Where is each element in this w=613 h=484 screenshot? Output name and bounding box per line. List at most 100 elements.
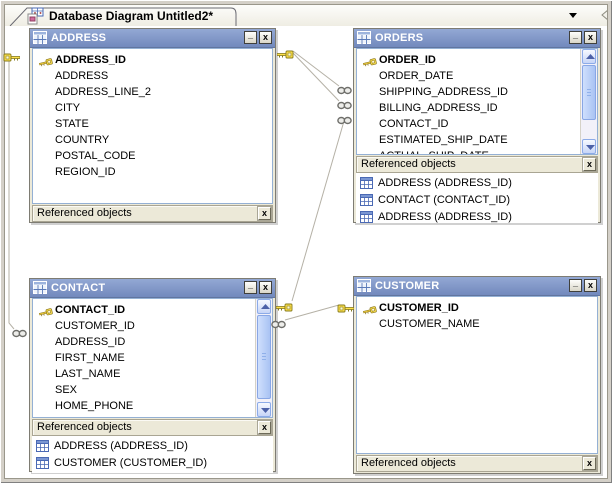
field-name: BILLING_ADDRESS_ID bbox=[379, 102, 498, 114]
field-row[interactable]: CONTACT_ID bbox=[33, 301, 272, 317]
field-name: CUSTOMER_ID bbox=[55, 320, 135, 332]
field-name: ESTIMATED_SHIP_DATE bbox=[379, 134, 508, 146]
many-endpoint-icon[interactable] bbox=[271, 316, 286, 329]
primary-key-icon bbox=[37, 52, 53, 66]
primary-key-icon bbox=[361, 52, 377, 66]
referenced-object-label: ADDRESS (ADDRESS_ID) bbox=[54, 440, 188, 452]
window-titlebar[interactable]: CUSTOMER _ x bbox=[354, 277, 600, 296]
close-button[interactable]: x bbox=[259, 31, 272, 44]
key-endpoint-icon[interactable] bbox=[276, 46, 294, 59]
window-titlebar[interactable]: CONTACT _ x bbox=[30, 279, 275, 298]
table-icon bbox=[360, 194, 373, 206]
table-icon bbox=[36, 457, 49, 469]
field-row[interactable]: COUNTRY bbox=[33, 131, 272, 147]
field-row[interactable]: ADDRESS bbox=[33, 67, 272, 83]
field-row[interactable]: ADDRESS_ID bbox=[33, 333, 272, 349]
table-window-address[interactable]: ADDRESS _ x ADDRESS_ID ADDRESS ADDRESS_L… bbox=[29, 28, 276, 223]
referenced-objects-label: Referenced objects bbox=[37, 421, 132, 433]
window-titlebar[interactable]: ORDERS _ x bbox=[354, 29, 600, 48]
field-row[interactable]: CITY bbox=[33, 99, 272, 115]
field-row[interactable]: LAST_NAME bbox=[33, 365, 272, 381]
tab-scroll-chevron-icon[interactable] bbox=[599, 8, 608, 22]
many-endpoint-icon[interactable] bbox=[12, 325, 27, 338]
table-window-contact[interactable]: CONTACT _ x CONTACT_ID CUSTOMER_ID ADDRE… bbox=[29, 278, 276, 473]
table-icon bbox=[357, 31, 371, 44]
field-list: CUSTOMER_ID CUSTOMER_NAME bbox=[356, 296, 598, 454]
minimize-button[interactable]: _ bbox=[244, 31, 257, 44]
field-list: ORDER_ID ORDER_DATE SHIPPING_ADDRESS_ID … bbox=[356, 48, 598, 155]
field-row[interactable]: BUSINESS_PHONE bbox=[33, 413, 272, 417]
vertical-scrollbar[interactable] bbox=[255, 299, 272, 417]
close-referenced-button[interactable]: x bbox=[583, 457, 596, 470]
close-button[interactable]: x bbox=[584, 31, 597, 44]
dropdown-arrow-icon[interactable] bbox=[569, 13, 577, 18]
scroll-up-button[interactable] bbox=[582, 49, 596, 64]
field-row[interactable]: STATE bbox=[33, 115, 272, 131]
table-icon bbox=[36, 440, 49, 452]
many-endpoint-icon[interactable] bbox=[337, 82, 352, 95]
referenced-objects-label: Referenced objects bbox=[37, 207, 132, 219]
table-window-orders[interactable]: ORDERS _ x ORDER_ID ORDER_DATE SHIPPING_… bbox=[353, 28, 601, 223]
field-row[interactable]: ORDER_DATE bbox=[357, 67, 597, 83]
referenced-objects-bar: Referenced objects x bbox=[356, 455, 598, 472]
table-window-customer[interactable]: CUSTOMER _ x CUSTOMER_ID CUSTOMER_NAME R… bbox=[353, 276, 601, 474]
field-row[interactable]: ESTIMATED_SHIP_DATE bbox=[357, 131, 597, 147]
field-name: COUNTRY bbox=[55, 134, 110, 146]
field-name: HOME_PHONE bbox=[55, 400, 134, 412]
field-row[interactable]: ADDRESS_ID bbox=[33, 51, 272, 67]
referenced-objects-label: Referenced objects bbox=[361, 457, 456, 469]
close-button[interactable]: x bbox=[259, 281, 272, 294]
referenced-object-row[interactable]: ADDRESS (ADDRESS_ID) bbox=[32, 438, 273, 455]
scroll-up-button[interactable] bbox=[257, 299, 271, 314]
field-row[interactable]: CUSTOMER_ID bbox=[357, 299, 597, 315]
key-endpoint-icon[interactable] bbox=[275, 299, 293, 312]
field-name: CUSTOMER_ID bbox=[379, 302, 459, 314]
table-icon bbox=[33, 281, 47, 294]
referenced-object-row[interactable]: CUSTOMER (CUSTOMER_ID) bbox=[32, 455, 273, 472]
vertical-scrollbar[interactable] bbox=[580, 49, 597, 154]
close-referenced-button[interactable]: x bbox=[258, 207, 271, 220]
field-list: ADDRESS_ID ADDRESS ADDRESS_LINE_2 CITY bbox=[32, 48, 273, 204]
scroll-down-button[interactable] bbox=[257, 402, 271, 417]
field-row[interactable]: BILLING_ADDRESS_ID bbox=[357, 99, 597, 115]
field-row[interactable]: ACTUAL_SHIP_DATE bbox=[357, 147, 597, 154]
window-titlebar[interactable]: ADDRESS _ x bbox=[30, 29, 275, 48]
tab-title[interactable]: Database Diagram Untitled2* bbox=[49, 9, 214, 23]
field-name: ADDRESS_ID bbox=[55, 54, 126, 66]
field-row[interactable]: CONTACT_ID bbox=[357, 115, 597, 131]
key-endpoint-icon[interactable] bbox=[337, 300, 355, 313]
many-endpoint-icon[interactable] bbox=[337, 97, 352, 110]
field-row[interactable]: CUSTOMER_NAME bbox=[357, 315, 597, 331]
field-name: SEX bbox=[55, 384, 78, 396]
key-endpoint-icon[interactable] bbox=[3, 49, 21, 62]
referenced-objects-bar: Referenced objects x bbox=[356, 156, 598, 173]
close-referenced-button[interactable]: x bbox=[258, 421, 271, 434]
minimize-button[interactable]: _ bbox=[244, 281, 257, 294]
referenced-object-row[interactable]: CONTACT (CONTACT_ID) bbox=[356, 192, 598, 209]
field-row[interactable]: REGION_ID bbox=[33, 163, 272, 179]
table-icon bbox=[357, 279, 371, 292]
field-row[interactable]: FIRST_NAME bbox=[33, 349, 272, 365]
scrollbar-thumb[interactable] bbox=[582, 65, 596, 120]
referenced-object-row[interactable]: ADDRESS (ADDRESS_ID) bbox=[356, 209, 598, 226]
minimize-button[interactable]: _ bbox=[569, 31, 582, 44]
field-row[interactable]: ORDER_ID bbox=[357, 51, 597, 67]
field-name: ORDER_DATE bbox=[379, 70, 454, 82]
field-row[interactable]: CUSTOMER_ID bbox=[33, 317, 272, 333]
field-name: ACTUAL_SHIP_DATE bbox=[379, 150, 489, 154]
field-row[interactable]: POSTAL_CODE bbox=[33, 147, 272, 163]
close-referenced-button[interactable]: x bbox=[583, 158, 596, 171]
minimize-button[interactable]: _ bbox=[569, 279, 582, 292]
many-endpoint-icon[interactable] bbox=[337, 112, 352, 125]
field-row[interactable]: SEX bbox=[33, 381, 272, 397]
field-name: SHIPPING_ADDRESS_ID bbox=[379, 86, 508, 98]
scroll-down-button[interactable] bbox=[582, 139, 596, 154]
field-name: FIRST_NAME bbox=[55, 352, 125, 364]
field-row[interactable]: HOME_PHONE bbox=[33, 397, 272, 413]
referenced-object-row[interactable]: ADDRESS (ADDRESS_ID) bbox=[356, 175, 598, 192]
field-row[interactable]: ADDRESS_LINE_2 bbox=[33, 83, 272, 99]
field-row[interactable]: SHIPPING_ADDRESS_ID bbox=[357, 83, 597, 99]
window-title: CUSTOMER bbox=[375, 280, 440, 292]
scrollbar-thumb[interactable] bbox=[257, 315, 271, 399]
close-button[interactable]: x bbox=[584, 279, 597, 292]
